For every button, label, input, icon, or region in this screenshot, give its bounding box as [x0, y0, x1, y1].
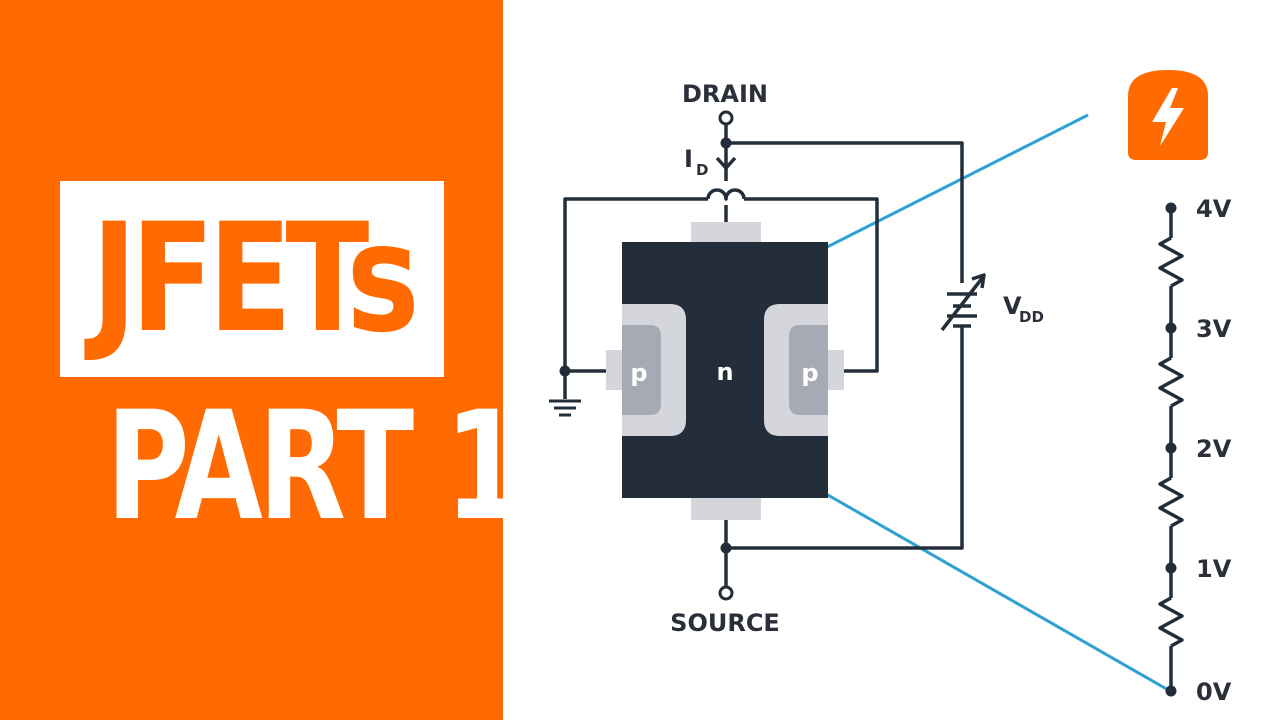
circuit-wires [563, 124, 964, 588]
title-box: JFETs [60, 181, 444, 377]
right-p-region [789, 325, 828, 415]
variable-battery-icon [940, 273, 986, 332]
source-terminal [718, 585, 734, 601]
current-arrow-icon [715, 156, 737, 170]
voltage-label-2v: 2V [1196, 435, 1232, 463]
voltage-label-0v: 0V [1196, 678, 1232, 706]
voltage-label-4v: 4V [1196, 195, 1232, 223]
ladder-node-4v [1165, 202, 1177, 214]
vdd-sub: DD [1019, 308, 1044, 326]
n-label: n [716, 358, 733, 386]
drain-node [720, 137, 732, 149]
probe-line-bottom [785, 469, 1171, 693]
current-label: I [684, 145, 693, 173]
toast-lightning-icon [1128, 70, 1208, 160]
current-sub: D [696, 161, 708, 179]
drain-label: DRAIN [682, 80, 768, 108]
vdd-label: V [1003, 292, 1022, 320]
right-gate-pad [826, 350, 844, 390]
ladder-node-1v [1165, 562, 1177, 574]
ground-icon [549, 399, 581, 417]
p-right-label: p [801, 359, 818, 387]
ladder-node-0v [1165, 685, 1177, 697]
left-gate-pad [606, 350, 624, 390]
p-left-label: p [630, 359, 647, 387]
source-label: SOURCE [670, 609, 780, 637]
voltage-label-3v: 3V [1196, 315, 1232, 343]
left-p-region [622, 325, 661, 415]
jfet-device [606, 222, 844, 520]
voltage-ladder [1158, 208, 1184, 691]
source-contact [691, 494, 761, 520]
voltage-label-1v: 1V [1196, 555, 1232, 583]
gate-node [559, 365, 571, 377]
ladder-node-3v [1165, 322, 1177, 334]
drain-terminal [718, 110, 734, 126]
title-main: JFETs [91, 192, 419, 366]
ladder-node-2v [1165, 442, 1177, 454]
source-node [720, 542, 732, 554]
title-panel: JFETs PART 1 [0, 0, 524, 720]
